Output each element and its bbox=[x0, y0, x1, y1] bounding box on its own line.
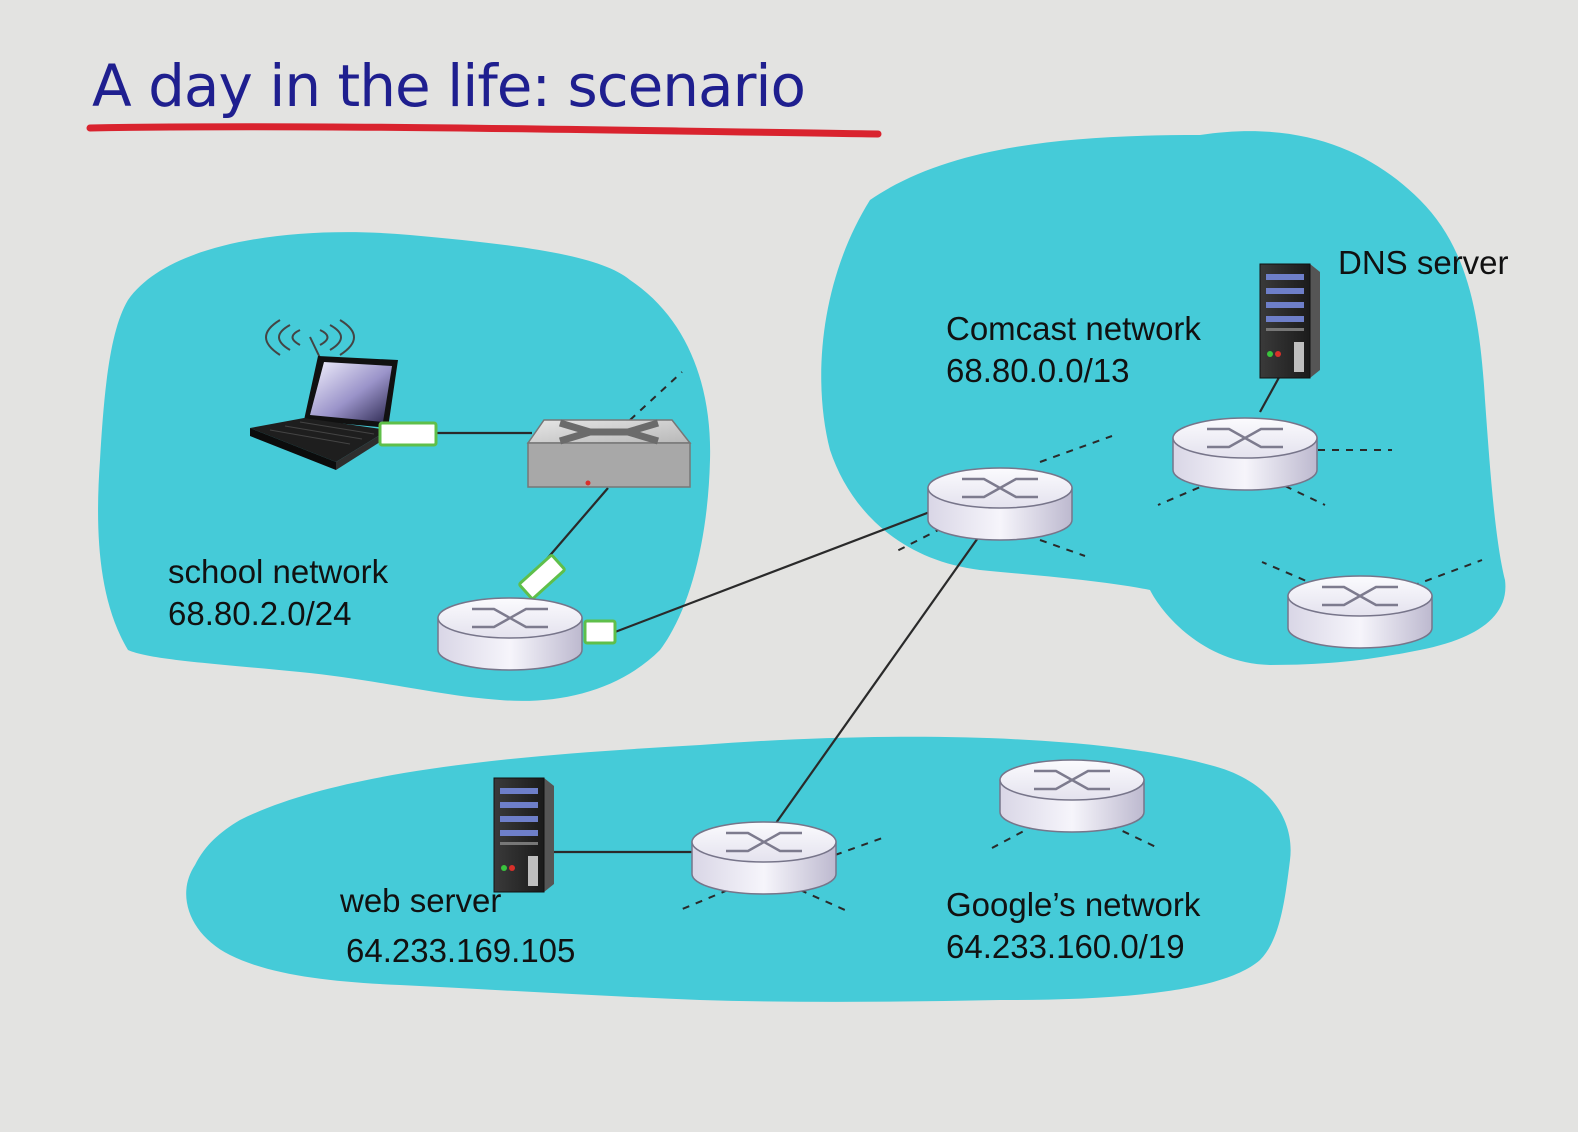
school-network-cloud bbox=[98, 232, 711, 701]
comcast-network-subnet: 68.80.0.0/13 bbox=[946, 352, 1130, 389]
comcast-dns-router-icon bbox=[1171, 416, 1319, 492]
title-underline bbox=[86, 123, 882, 138]
school-network-name: school network bbox=[168, 553, 389, 590]
comcast-router-icon bbox=[1286, 574, 1434, 650]
dns-server-label: DNS server bbox=[1338, 244, 1509, 281]
google-network-subnet: 64.233.160.0/19 bbox=[946, 928, 1185, 965]
web-server-address: 64.233.169.105 bbox=[346, 932, 575, 969]
school-network-subnet: 68.80.2.0/24 bbox=[168, 595, 352, 632]
web-server-label: web server bbox=[339, 882, 501, 919]
network-links bbox=[435, 371, 1283, 854]
school-router-icon bbox=[436, 554, 617, 672]
laptop-icon bbox=[250, 356, 438, 470]
comcast-edge-router-icon bbox=[926, 466, 1074, 542]
web-server-icon bbox=[493, 777, 555, 893]
switch-icon bbox=[526, 419, 692, 488]
comcast-network-name: Comcast network bbox=[946, 310, 1201, 347]
google-router-icon bbox=[998, 758, 1146, 834]
dashed-stub-links bbox=[629, 371, 1483, 911]
google-network-name: Google’s network bbox=[946, 886, 1201, 923]
dns-server-icon bbox=[1259, 263, 1321, 379]
google-edge-router-icon bbox=[690, 820, 838, 896]
slide-title: A day in the life: scenario bbox=[92, 52, 806, 120]
